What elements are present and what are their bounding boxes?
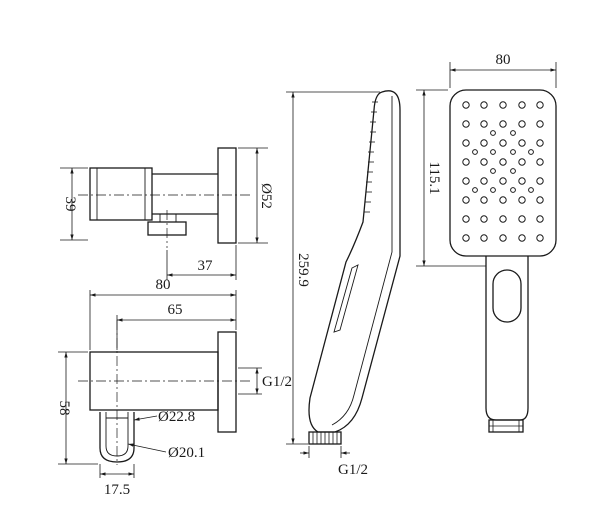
dim-holder-outer-diameter: Ø22.8 — [158, 409, 195, 425]
dim-top-offset: 37 — [198, 258, 214, 274]
nozzle — [510, 130, 516, 136]
nozzle — [499, 177, 507, 185]
nozzle — [536, 158, 544, 166]
nozzle — [510, 168, 516, 174]
nozzle — [499, 196, 507, 204]
dim-head-height: 115.1 — [426, 161, 442, 194]
nozzle — [462, 177, 470, 185]
dim-handle-length: 259.9 — [295, 253, 311, 287]
nozzle — [536, 196, 544, 204]
nozzle — [528, 187, 534, 193]
dim-head-width: 80 — [496, 52, 511, 68]
nozzle — [462, 158, 470, 166]
nozzle — [462, 234, 470, 242]
nozzle — [510, 187, 516, 193]
head-outline — [449, 89, 557, 257]
nozzle — [499, 158, 507, 166]
nozzle — [499, 215, 507, 223]
handle-button — [492, 269, 522, 323]
dim-bracket-height: 58 — [56, 401, 72, 416]
nozzle — [518, 215, 526, 223]
dim-bracket-inner: 65 — [168, 302, 183, 318]
nozzle — [462, 196, 470, 204]
handle-thread — [308, 431, 342, 445]
nozzle — [480, 196, 488, 204]
nozzle — [490, 130, 496, 136]
nozzle-ticks — [364, 101, 378, 213]
nozzle — [499, 101, 507, 109]
nozzle — [480, 158, 488, 166]
nozzle — [480, 139, 488, 147]
handshower-front-view: 80 115.1 — [416, 52, 557, 433]
nozzle-grid — [462, 101, 544, 242]
nozzle — [510, 149, 516, 155]
nozzle — [518, 234, 526, 242]
handshower-side-view: 259.9 G1/2 — [286, 90, 401, 478]
nozzle — [518, 101, 526, 109]
nozzle — [518, 120, 526, 128]
nozzle — [480, 120, 488, 128]
nozzle — [499, 120, 507, 128]
nozzle — [462, 120, 470, 128]
nozzle — [536, 120, 544, 128]
nozzle — [518, 196, 526, 204]
nozzle — [536, 101, 544, 109]
handle-profile — [308, 90, 401, 433]
nozzle — [480, 101, 488, 109]
nozzle — [480, 177, 488, 185]
dim-holder-inner-diameter: Ø20.1 — [168, 445, 205, 461]
dim-top-height: 39 — [62, 197, 78, 212]
nozzle — [518, 158, 526, 166]
nozzle — [536, 234, 544, 242]
nozzle — [490, 187, 496, 193]
nozzle — [536, 215, 544, 223]
nozzle — [518, 177, 526, 185]
bracket-front-flange — [217, 331, 237, 433]
handle-outline — [485, 256, 529, 421]
bracket-top-view: 39 Ø52 37 — [60, 147, 274, 280]
nozzle — [536, 177, 544, 185]
dim-top-diameter: Ø52 — [258, 183, 274, 209]
nozzle — [499, 139, 507, 147]
nozzle — [472, 149, 478, 155]
bracket-flange — [217, 147, 237, 244]
nozzle — [480, 215, 488, 223]
nozzle — [462, 215, 470, 223]
holder-u — [99, 412, 135, 463]
nozzle — [472, 187, 478, 193]
dim-holder-width: 17.5 — [104, 482, 130, 498]
dim-bracket-thread: G1/2 — [262, 374, 292, 390]
nozzle — [499, 234, 507, 242]
nozzle — [490, 149, 496, 155]
nozzle — [462, 139, 470, 147]
dim-bracket-width: 80 — [156, 277, 171, 293]
nozzle — [518, 139, 526, 147]
nozzle — [480, 234, 488, 242]
nozzle — [536, 139, 544, 147]
bracket-front-view: 80 65 58 G1/2 Ø22.8 Ø20.1 17.5 — [56, 277, 292, 498]
nozzle — [490, 168, 496, 174]
dim-handle-thread: G1/2 — [338, 462, 368, 478]
nozzle — [528, 149, 534, 155]
bracket-body — [89, 167, 153, 221]
nozzle — [462, 101, 470, 109]
